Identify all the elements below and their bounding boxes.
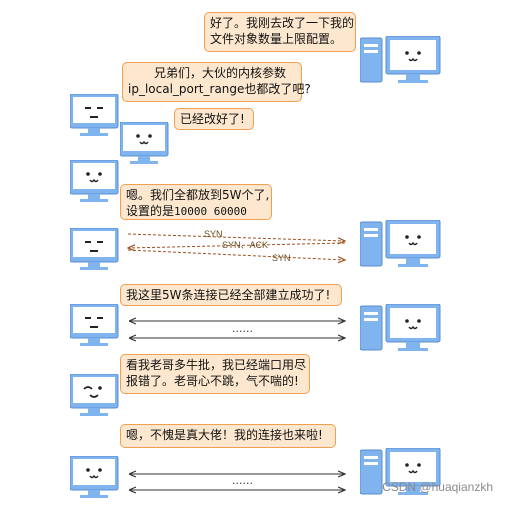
client-computer-icon-3 <box>69 159 120 208</box>
syn-label-2: SYN <box>272 253 291 263</box>
client-computer-icon <box>69 93 120 142</box>
message-text: 报错了。老哥心不跳，气不喘的! <box>126 374 299 388</box>
chat-bubble-client-done: 已经改好了! <box>174 108 254 130</box>
client-computer-icon-2 <box>119 121 170 170</box>
chat-bubble-server-config: 好了。我刚去改了一下我的 文件对象数量上限配置。 <box>204 12 356 52</box>
port-range-text: 10000 60000 <box>174 205 247 218</box>
message-text: 已经改好了! <box>180 112 245 126</box>
chat-bubble-port-exhausted: 看我老哥多牛批，我已经端口用尽 报错了。老哥心不跳，气不喘的! <box>120 354 310 394</box>
chat-bubble-all-connected: 我这里5W条连接已经全部建立成功了! <box>120 284 342 306</box>
message-line: 设置的是10000 60000 <box>126 203 266 220</box>
client-computer-icon-5 <box>69 303 120 352</box>
message-text: 兄弟们，大伙的内核参数 <box>154 66 287 80</box>
server-computer-icon <box>359 35 444 88</box>
message-text: 嗯，不愧是真大佬！我的连接也来啦! <box>126 428 323 442</box>
message-text: 文件对象数量上限配置。 <box>210 32 343 46</box>
client-computer-icon-4 <box>69 227 120 276</box>
message-text: 设置的是 <box>126 204 175 218</box>
syn-ack-arrow <box>128 242 346 248</box>
syn-ack-label: SYN、ACK <box>222 240 268 250</box>
syn-arrow-2 <box>127 249 345 260</box>
message-text: 看我老哥多牛批，我已经端口用尽 <box>126 358 307 372</box>
chat-bubble-client-ask: 兄弟们，大伙的内核参数 ip_local_port_range也都改了吧? <box>122 62 311 102</box>
syn-arrow <box>127 233 345 241</box>
client-computer-icon-6 <box>69 373 120 422</box>
server-computer-icon-3 <box>359 303 444 356</box>
chat-bubble-client-5w: 嗯。我们全都放到5W个了, 设置的是10000 60000 <box>120 184 272 220</box>
ellipsis: ...... <box>232 322 253 335</box>
ellipsis-2: ...... <box>232 474 253 487</box>
server-computer-icon-2 <box>359 219 444 272</box>
chat-bubble-admire: 嗯，不愧是真大佬！我的连接也来啦! <box>120 424 336 448</box>
message-text: ip_local_port_range也都改了吧? <box>128 82 311 96</box>
server-computer-icon-4 <box>359 447 444 500</box>
syn-label: SYN <box>204 229 223 239</box>
message-text: 好了。我刚去改了一下我的 <box>210 16 355 30</box>
message-text: 嗯。我们全都放到5W个了, <box>126 188 270 202</box>
watermark: CSDN @huaqianzkh <box>382 480 493 494</box>
message-text: 我这里5W条连接已经全部建立成功了! <box>126 288 331 302</box>
client-computer-icon-7 <box>69 455 120 504</box>
